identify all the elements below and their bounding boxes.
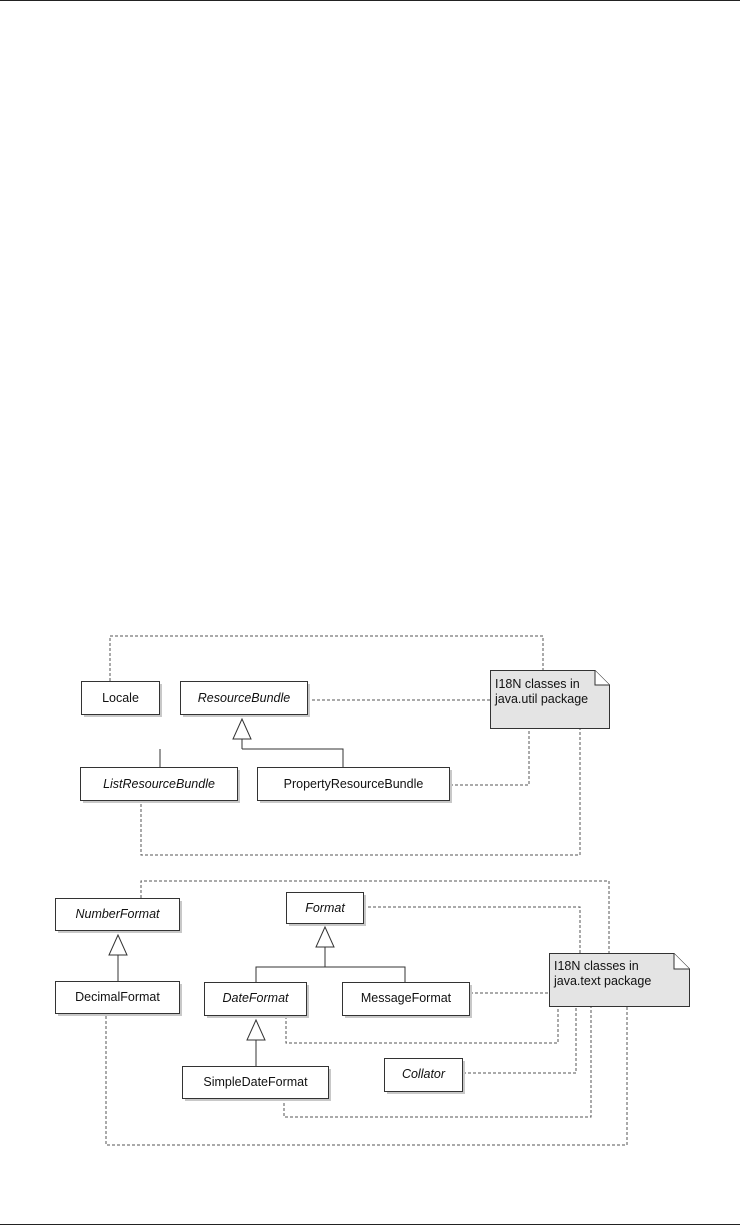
class-numberformat-label: NumberFormat [75,907,160,921]
generalization-arrow [315,925,335,948]
class-resourcebundle[interactable]: ResourceBundle [180,681,311,718]
class-format-label: Format [305,901,345,915]
class-decimalformat[interactable]: DecimalFormat [55,981,183,1017]
text-note-connectors [105,880,628,1146]
note-java-util-line-1: I18N classes in [495,677,580,691]
generalization-arrow [246,1018,266,1041]
text-inheritance [108,925,406,1066]
note-java-text-line-1: I18N classes in [554,959,639,973]
class-locale-label: Locale [102,691,139,705]
generalization-arrow [232,717,252,740]
note-java-text-line-2: java.text package [553,974,651,988]
note-java-util: I18N classes in java.util package [490,670,610,729]
class-format[interactable]: Format [286,892,367,927]
class-listresourcebundle-label: ListResourceBundle [103,777,215,791]
util-inheritance [159,717,344,767]
class-resourcebundle-label: ResourceBundle [198,691,290,705]
note-java-util-line-2: java.util package [494,692,588,706]
connector-listresourcebundle-note [140,729,581,856]
class-listresourcebundle[interactable]: ListResourceBundle [80,767,241,804]
generalization-line [255,966,406,982]
connector-locale-note [109,635,544,681]
class-simpledateformat-label: SimpleDateFormat [203,1075,308,1089]
class-dateformat[interactable]: DateFormat [204,982,310,1019]
connector-decimalformat-note [105,1007,628,1146]
connector-collator-note [463,1007,577,1074]
connector-dateformat-note [285,1007,559,1044]
class-messageformat-label: MessageFormat [361,991,452,1005]
class-simpledateformat[interactable]: SimpleDateFormat [182,1066,332,1102]
util-note-connectors [109,635,581,856]
class-locale[interactable]: Locale [81,681,163,718]
connector-format-note [363,906,581,953]
class-propertyresourcebundle[interactable]: PropertyResourceBundle [257,767,453,804]
connector-propertyresourcebundle-note [450,729,530,786]
class-dateformat-label: DateFormat [223,991,290,1005]
class-decimalformat-label: DecimalFormat [75,990,160,1004]
generalization-line [242,748,344,767]
note-java-text: I18N classes in java.text package [549,953,690,1007]
class-propertyresourcebundle-label: PropertyResourceBundle [284,777,424,791]
class-collator-label: Collator [402,1067,446,1081]
class-numberformat[interactable]: NumberFormat [55,898,183,934]
connector-simpledateformat-note [283,1007,592,1118]
connector-numberformat-note [140,880,610,953]
class-messageformat[interactable]: MessageFormat [342,982,473,1019]
class-collator[interactable]: Collator [384,1058,466,1095]
generalization-arrow [108,933,128,956]
